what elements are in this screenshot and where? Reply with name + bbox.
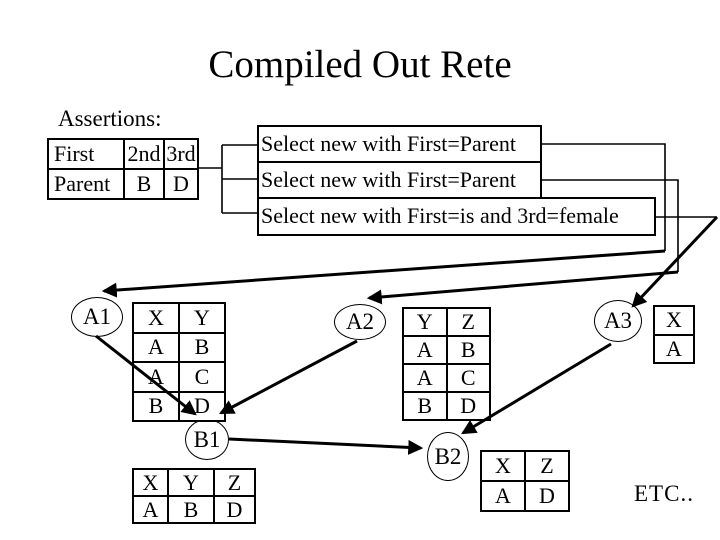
table-cell: 3rd xyxy=(163,138,199,170)
arrow-a2-to-b1 xyxy=(219,339,358,415)
table-cell: Z xyxy=(445,307,491,337)
rule-box-1: Select new with First=Parent xyxy=(257,125,542,163)
node-a3: A3 xyxy=(594,300,642,342)
node-b2-label: B2 xyxy=(434,443,462,469)
table-cell: X xyxy=(132,302,180,334)
table-cell: A xyxy=(402,335,448,365)
table-cell: D xyxy=(178,390,226,422)
table-cell: Y xyxy=(178,302,226,334)
node-a3-label: A3 xyxy=(603,308,633,333)
table-cell: 2nd xyxy=(123,138,165,170)
node-a1: A1 xyxy=(71,297,123,337)
table-cell: A xyxy=(653,333,695,364)
table-cell: B xyxy=(132,390,180,422)
table-header-row: X xyxy=(653,305,695,336)
table-cell: A xyxy=(132,495,169,524)
table-cell: First xyxy=(47,138,125,170)
table-cell: C xyxy=(445,363,491,393)
table-cell: B xyxy=(402,391,448,421)
table-cell: Parent xyxy=(47,168,125,200)
arrow-b1-to-b2 xyxy=(228,437,424,455)
table-cell: X xyxy=(653,305,695,336)
arrow-rule2-to-a2 xyxy=(366,270,679,305)
table-cell: D xyxy=(524,480,570,512)
node-a2: A2 xyxy=(334,304,386,340)
table-cell: A xyxy=(132,331,180,363)
table-cell: A xyxy=(132,361,180,393)
table-cell: X xyxy=(132,468,169,497)
table-cell: D xyxy=(213,495,256,524)
table-cell: D xyxy=(163,168,199,200)
arrow-rule1-to-a1 xyxy=(101,249,666,298)
table-cell: Y xyxy=(167,468,215,497)
table-cell: Z xyxy=(213,468,256,497)
assertions-label: Assertions: xyxy=(58,106,162,131)
node-b1: B1 xyxy=(185,419,229,460)
table-cell: Z xyxy=(524,450,570,482)
node-b2: B2 xyxy=(427,432,469,481)
table-cell: D xyxy=(445,391,491,421)
node-a1-label: A1 xyxy=(82,304,112,329)
table-cell: A xyxy=(402,363,448,393)
table-cell: X xyxy=(480,450,526,482)
table-cell: B xyxy=(178,331,226,363)
node-a2-label: A2 xyxy=(345,309,375,334)
table-cell: B xyxy=(445,335,491,365)
table-cell: C xyxy=(178,361,226,393)
table-cell: A xyxy=(480,480,526,512)
table-cell: B xyxy=(123,168,165,200)
rule-box-2: Select new with First=Parent xyxy=(257,161,542,199)
etc-label: ETC.. xyxy=(634,481,694,506)
table-row: A xyxy=(653,333,695,364)
node-b1-label: B1 xyxy=(193,426,221,452)
slide-title: Compiled Out Rete xyxy=(208,43,512,86)
table-cell: Y xyxy=(402,307,448,337)
rule-box-3: Select new with First=is and 3rd=female xyxy=(257,197,656,236)
table-cell: B xyxy=(167,495,215,524)
